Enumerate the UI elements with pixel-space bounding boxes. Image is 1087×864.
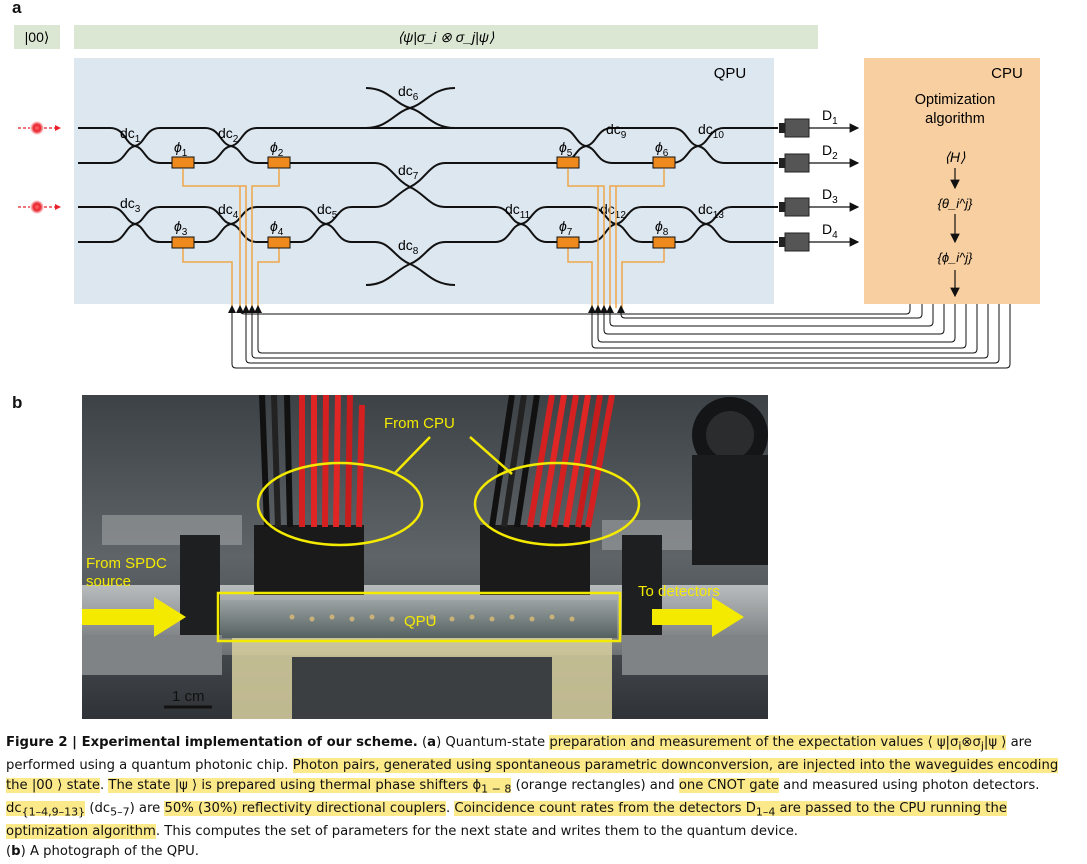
detector-1: D1 bbox=[779, 107, 860, 138]
from-cpu-label: From CPU bbox=[384, 415, 455, 432]
initial-state-box bbox=[14, 25, 60, 49]
cpu-algorithm-line2: algorithm bbox=[925, 111, 985, 127]
caption-a-label: a bbox=[427, 735, 437, 750]
from-spdc-line2: source bbox=[86, 573, 132, 590]
expectation-label: ⟨ψ|σ_i ⊗ σ_j|ψ⟩ bbox=[398, 29, 495, 45]
panel-a-diagram: |00⟩ ⟨ψ|σ_i ⊗ σ_j|ψ⟩ QPU CPU Optimizatio… bbox=[14, 25, 1040, 369]
svg-text:D3: D3 bbox=[822, 186, 838, 206]
caption-paragraph: Figure 2 | Experimental implementation o… bbox=[6, 735, 1059, 840]
phase-shifter-5 bbox=[556, 156, 580, 169]
initial-state-label: |00⟩ bbox=[25, 29, 50, 45]
phase-shifter-3 bbox=[171, 236, 195, 249]
from-cpu-ellipse-right bbox=[473, 461, 641, 547]
cpu-step-theta: {θ_i^j} bbox=[938, 196, 974, 211]
svg-text:D1: D1 bbox=[822, 107, 838, 127]
detector-2: D2 bbox=[779, 142, 860, 173]
cpu-label: CPU bbox=[991, 65, 1023, 82]
panel-b-label: b bbox=[12, 393, 23, 412]
phase-shifter-7 bbox=[556, 236, 580, 249]
qpu-photo-label: QPU bbox=[404, 613, 437, 630]
figure-caption: Figure 2 | Experimental implementation o… bbox=[6, 733, 1078, 861]
panel-a-label: a bbox=[12, 0, 22, 17]
phase-shifter-2 bbox=[267, 156, 291, 169]
qpu-label: QPU bbox=[714, 65, 747, 82]
phase-shifter-1 bbox=[171, 156, 195, 169]
expectation-banner bbox=[74, 25, 818, 49]
control-wires bbox=[182, 169, 665, 308]
waveguides bbox=[78, 87, 778, 286]
detector-3: D3 bbox=[779, 186, 860, 217]
phase-shifter-8 bbox=[652, 236, 676, 249]
svg-text:D2: D2 bbox=[822, 142, 838, 162]
qpu-photograph: From CPU From SPDC source To detectors Q… bbox=[82, 395, 768, 719]
qpu-box bbox=[74, 58, 774, 304]
caption-b-label: b bbox=[11, 843, 21, 859]
input-arrow bbox=[82, 597, 186, 637]
cpu-algorithm-line1: Optimization bbox=[915, 92, 996, 108]
qpu-highlight-box bbox=[216, 591, 622, 643]
from-spdc-line1: From SPDC bbox=[86, 555, 167, 572]
caption-b-paragraph: (b) A photograph of the QPU. bbox=[6, 843, 199, 859]
caption-title: Figure 2 | Experimental implementation o… bbox=[6, 735, 418, 750]
detector-4: D4 bbox=[779, 221, 860, 252]
detectors: D1 D2 D3 D4 bbox=[779, 107, 860, 252]
photo-illustration bbox=[82, 395, 768, 719]
cpu-step-phi: {ϕ_i^j} bbox=[937, 250, 973, 265]
phase-shifter-4 bbox=[267, 236, 291, 249]
laser-input-2 bbox=[18, 200, 61, 214]
scale-bar-label: 1 cm bbox=[172, 688, 205, 705]
phase-shifters bbox=[171, 156, 676, 249]
from-spdc-label: From SPDC source bbox=[86, 555, 167, 591]
from-cpu-ellipse-left bbox=[256, 461, 424, 547]
output-arrow bbox=[652, 597, 744, 637]
svg-text:D4: D4 bbox=[822, 221, 838, 241]
cpu-step-hamiltonian: ⟨H⟩ bbox=[944, 149, 966, 165]
phase-shifter-6 bbox=[652, 156, 676, 169]
to-detectors-label: To detectors bbox=[638, 583, 720, 600]
laser-input-1 bbox=[18, 121, 61, 135]
feedback-lines bbox=[228, 304, 1011, 369]
caption-b-text: A photograph of the QPU. bbox=[29, 843, 199, 859]
